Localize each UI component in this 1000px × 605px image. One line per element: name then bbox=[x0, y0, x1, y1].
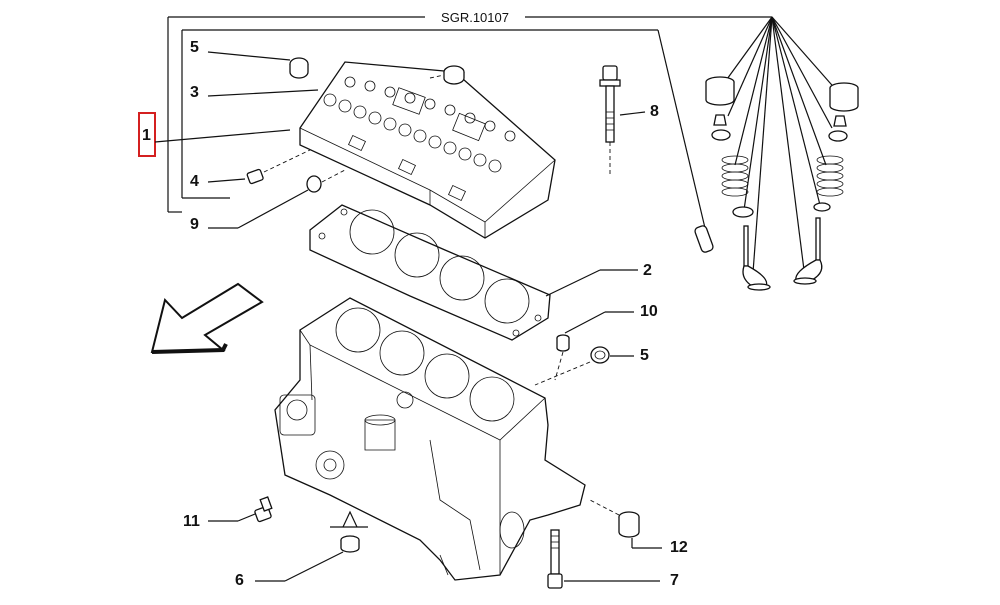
callout-2-leader-a bbox=[545, 269, 601, 297]
part-10-dowel-sleeve bbox=[556, 334, 570, 352]
callout-4-label: 4 bbox=[190, 173, 199, 190]
callout-12-label: 12 bbox=[670, 539, 688, 556]
part-6-plug bbox=[330, 510, 368, 553]
callout-9-label: 9 bbox=[190, 216, 199, 233]
cylinder-head bbox=[299, 61, 556, 239]
callout-2-label: 2 bbox=[643, 262, 652, 279]
callout-11-leader-b bbox=[237, 513, 256, 522]
callout-10-leader-a bbox=[564, 311, 606, 334]
callout-6-label: 6 bbox=[235, 572, 244, 589]
part-11-bolt bbox=[254, 496, 273, 523]
callout-8-leader bbox=[619, 111, 646, 116]
callout-8-label: 8 bbox=[650, 103, 659, 120]
callout-7-label: 7 bbox=[670, 572, 679, 589]
engine-block bbox=[274, 297, 586, 581]
callout-5-top-leader bbox=[207, 51, 291, 61]
part-5-cup-plug bbox=[590, 346, 610, 364]
direction-arrow-icon bbox=[150, 282, 264, 354]
part-12-sleeve bbox=[618, 511, 640, 538]
callout-6-leader-b bbox=[284, 551, 344, 582]
part-5-cap-top bbox=[289, 57, 309, 79]
callout-9-leader-b bbox=[237, 189, 309, 229]
assembly-bracket bbox=[167, 16, 772, 229]
callout-5-top-label: 5 bbox=[190, 39, 199, 56]
callout-11-label: 11 bbox=[183, 513, 200, 530]
reference-code: SGR.10107 bbox=[441, 10, 509, 25]
part-4-plug bbox=[246, 168, 264, 185]
callout-1-highlight-box[interactable] bbox=[138, 112, 156, 157]
callout-3-label: 3 bbox=[190, 84, 199, 101]
part-2-head-gasket bbox=[309, 204, 551, 341]
callout-10-label: 10 bbox=[640, 303, 658, 320]
head-plug-cap bbox=[443, 65, 465, 85]
part-9-dowel bbox=[306, 175, 322, 193]
part-8-head-bolt bbox=[599, 65, 621, 175]
callout-5-bottom-label: 5 bbox=[640, 347, 649, 364]
callout-4-leader bbox=[207, 178, 246, 183]
callout-3-leader bbox=[207, 89, 319, 97]
valve-assembly bbox=[694, 16, 859, 291]
callout-1-leader bbox=[154, 129, 291, 143]
part-7-bolt bbox=[547, 529, 563, 589]
callout-1-label: 1 bbox=[142, 127, 151, 144]
